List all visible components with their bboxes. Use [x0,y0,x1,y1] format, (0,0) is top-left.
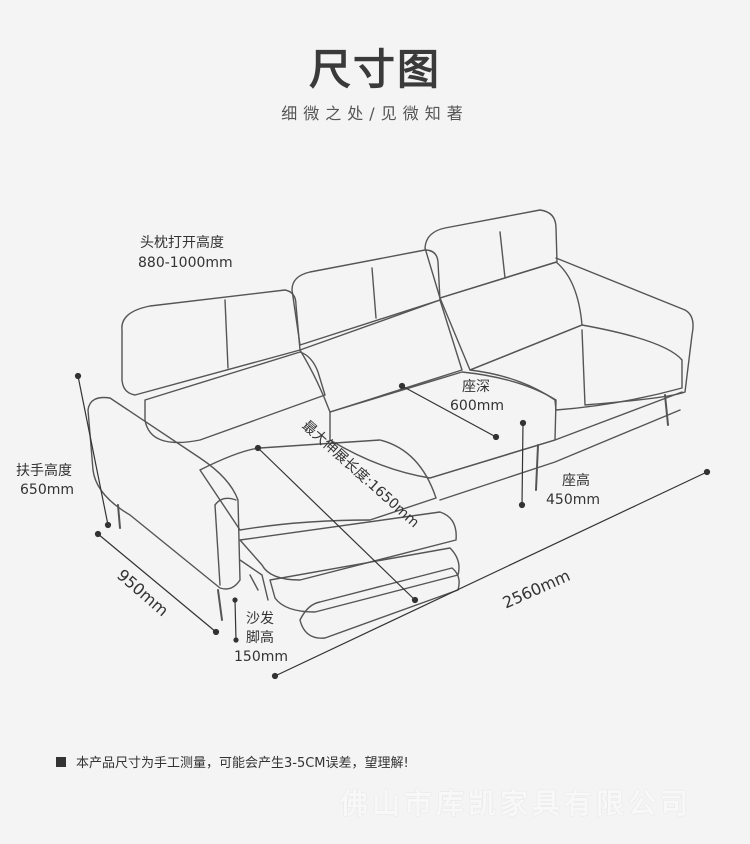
leg-height-label-line1: 沙发 [246,611,274,627]
page-title: 尺寸图 [308,45,441,94]
leg-middle [535,444,539,491]
watermark: 佛山市库凯家具有限公司 [340,787,693,820]
seat-right [469,324,683,411]
back-cushion-left [144,351,326,444]
leg-height-label-line2: 脚高 [246,630,274,646]
leg-height-label-value: 150mm [234,649,288,665]
headrest-label-value: 880-1000mm [138,255,233,271]
dim-stretch [257,447,416,601]
footer-note: 本产品尺寸为手工测量，可能会产生3-5CM误差，望理解! [56,752,409,771]
dim-seat-height [521,422,524,506]
footrest-2 [269,547,460,613]
seat-rail [429,391,683,479]
dim-width [274,471,708,677]
footrest-3 [299,567,460,639]
back-cushion-middle [299,299,463,413]
footer-note-text: 本产品尺寸为手工测量，可能会产生3-5CM误差，望理解! [76,756,409,771]
page-subtitle: 细微之处/见微知著 [281,104,469,123]
right-arm [555,257,694,406]
leg-back-left [117,504,121,529]
armrest-label-title: 扶手高度 [16,463,72,479]
recliner-seat [199,439,437,531]
headrest-label-title: 头枕打开高度 [140,235,224,251]
dim-depth [97,533,217,633]
leg-front-left [217,589,223,621]
dim-leg-height [234,599,237,641]
left-arm [87,396,241,590]
dim-armrest-height [77,375,109,526]
leg-right [664,394,669,426]
footrest-1 [239,511,457,581]
headrest-middle [291,249,441,346]
headrest-right [424,209,558,299]
headrest-left [121,289,301,396]
seat-depth-label-title: 座深 [462,379,490,395]
bullet-square-icon [56,756,66,767]
seat-depth-label-value: 600mm [450,398,504,414]
armrest-label-value: 650mm [20,482,74,498]
seat-height-label-value: 450mm [546,492,600,508]
seat-height-label-title: 座高 [562,473,590,489]
dim-seat-depth [401,385,497,438]
